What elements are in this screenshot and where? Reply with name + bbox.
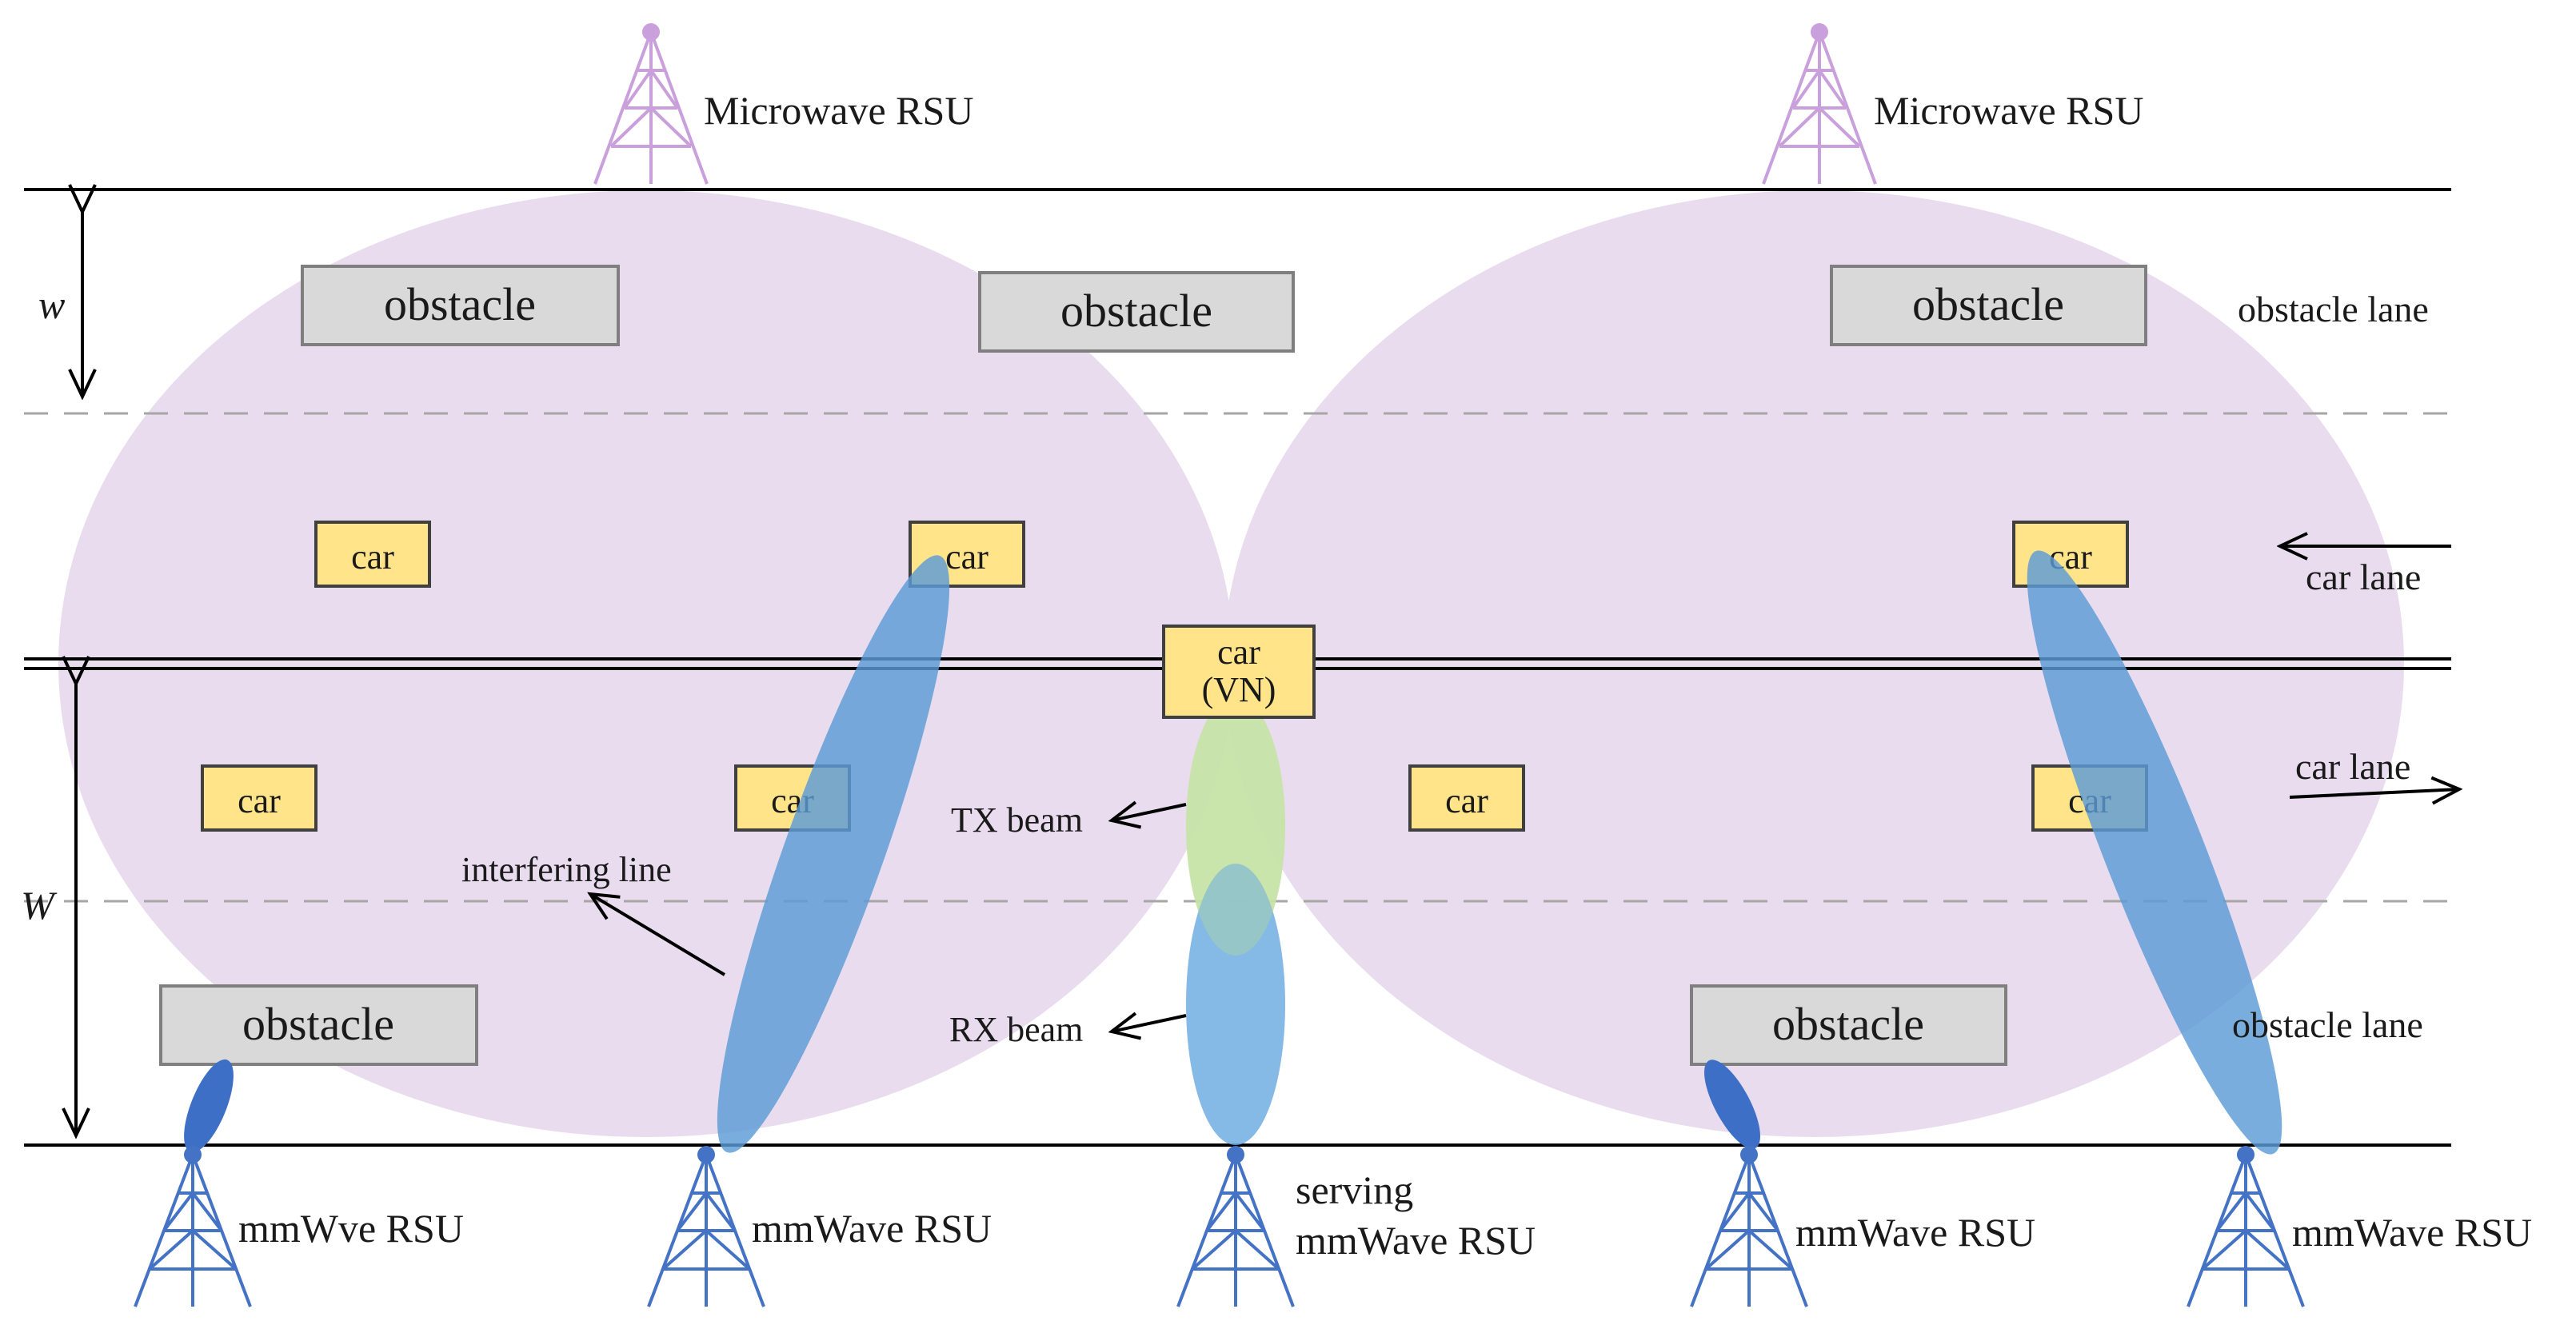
mmwave-rsu-label: mmWave RSU [752, 1206, 992, 1251]
serving-rsu-label-line1: serving [1296, 1167, 1413, 1212]
rx-beam-pointer [1112, 1016, 1187, 1032]
mmwave-rsu-label: mmWave RSU [2292, 1210, 2532, 1255]
car [201, 764, 318, 832]
obstacle-label: obstacle [1912, 278, 2064, 330]
car-lane-label-upper: car lane [2306, 557, 2421, 597]
car-vn-label-line1: car [1217, 633, 1260, 672]
interfering-line-label: interfering line [461, 850, 672, 889]
obstacle-block [1690, 984, 2007, 1066]
interfering-line-pointer [590, 894, 726, 976]
car-vn-label-line2: (VN) [1202, 670, 1276, 709]
car [314, 521, 431, 588]
obstacle-block [1830, 265, 2147, 346]
tx-beam-label: TX beam [951, 800, 1083, 840]
car-label: car [238, 781, 281, 820]
small-beam [184, 1059, 234, 1153]
mmwave-rsu-label: mmWve RSU [238, 1206, 464, 1251]
obstacle-label: obstacle [384, 278, 536, 330]
obstacle-block [159, 984, 478, 1066]
car-vn [1162, 625, 1316, 719]
obstacle-label: obstacle [242, 998, 394, 1050]
interfering-beam [2027, 550, 2282, 1155]
microwave-rsu-label-right: Microwave RSU [1874, 88, 2143, 133]
microwave-tower-icon [1762, 23, 1877, 185]
obstacle-block [301, 265, 620, 346]
rx-beam-label: RX beam [949, 1010, 1083, 1049]
obstacle-label: obstacle [1772, 998, 1924, 1050]
car-lane-label-lower: car lane [2295, 746, 2410, 787]
car [1408, 764, 1525, 832]
mmwave-tower-icon [1690, 1146, 1808, 1307]
tx-beam-overlay [1186, 696, 1285, 956]
mmwave-tower-icon [1176, 1146, 1295, 1307]
mmwave-rsu-label: mmWave RSU [1795, 1210, 2035, 1255]
obstacle-block [978, 271, 1295, 353]
obstacle-lane-label-bottom: obstacle lane [2232, 1004, 2423, 1045]
serving-rsu-label-line2: mmWave RSU [1296, 1218, 1536, 1263]
microwave-rsu-label-left: Microwave RSU [704, 88, 973, 133]
direction-arrow-right [2289, 789, 2459, 797]
microwave-tower-icon [593, 23, 709, 185]
mmwave-tower-icon [2187, 1146, 2305, 1307]
small-beam [1704, 1060, 1760, 1149]
dimension-label-w: w [38, 282, 65, 327]
tx-beam-pointer [1112, 804, 1187, 820]
car-label: car [1445, 781, 1488, 820]
mmwave-tower-icon [647, 1146, 765, 1307]
obstacle-label: obstacle [1060, 285, 1212, 337]
obstacle-lane-label-top: obstacle lane [2238, 289, 2429, 329]
rx-beam [1186, 864, 1285, 1145]
interfering-beam [717, 555, 950, 1153]
mmwave-tower-icon [134, 1146, 252, 1307]
car-label: car [945, 537, 988, 577]
dimension-label-W: W [21, 883, 58, 928]
car-label: car [351, 537, 394, 577]
